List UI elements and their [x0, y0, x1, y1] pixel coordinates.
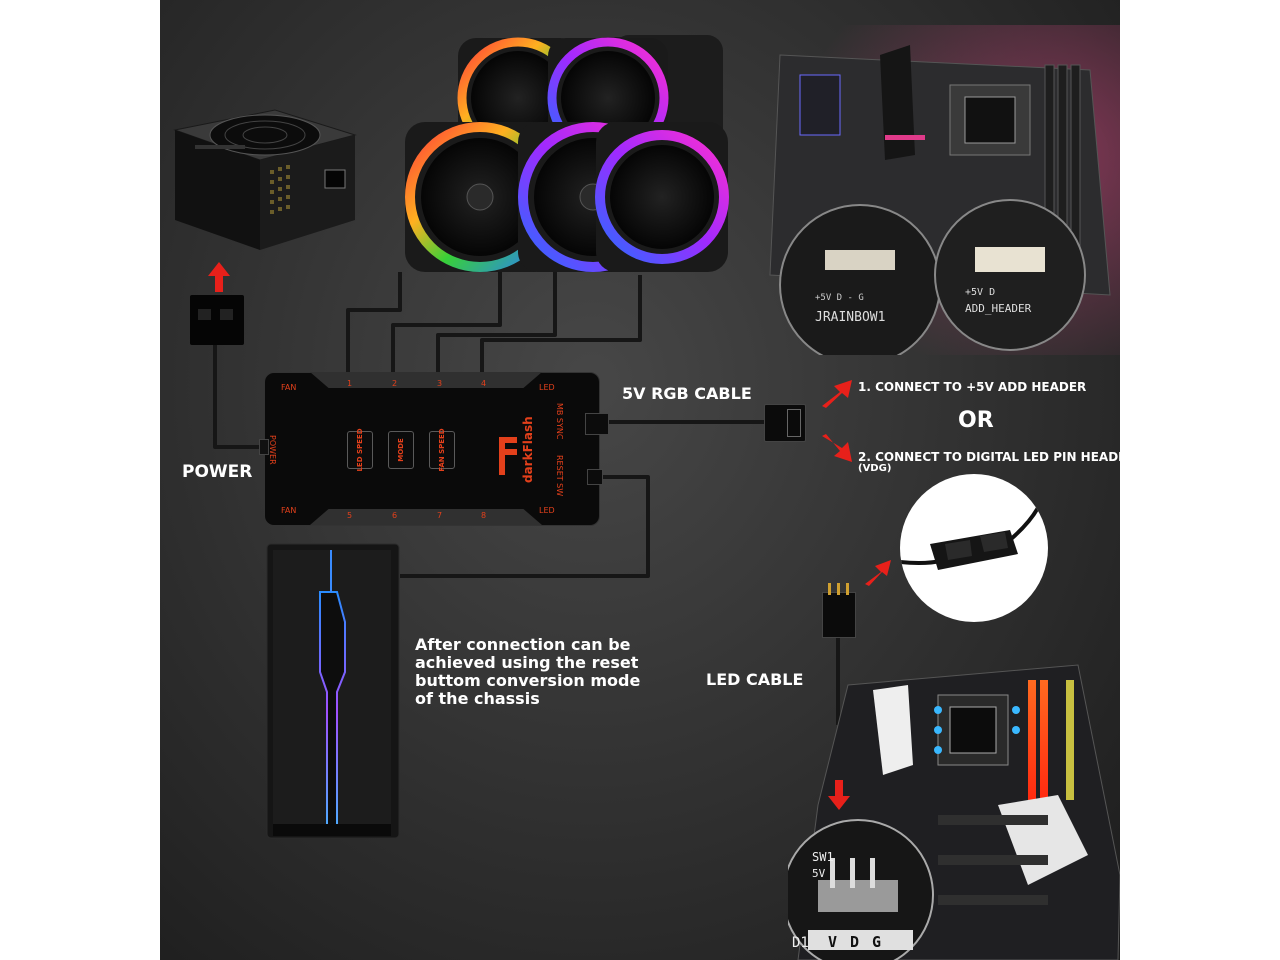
- hub-led-top: LED: [539, 383, 555, 392]
- rgb-cable-connector: [764, 404, 806, 442]
- hub-led-bottom: LED: [539, 506, 555, 515]
- hub-mb-sync-port: [585, 413, 609, 435]
- reset-cable: [400, 475, 650, 578]
- hub-port-2: 2: [392, 379, 398, 388]
- add-header-label: ADD_HEADER: [965, 302, 1032, 315]
- fan-speed-label: FAN SPEED: [438, 428, 446, 472]
- power-label: POWER: [182, 462, 253, 482]
- description-line-4: of the chassis: [415, 689, 540, 708]
- psu-image: [173, 109, 357, 250]
- jrainbow-label: JRAINBOW1: [815, 310, 885, 325]
- motherboard-top-image: JRAINBOW1 +5V D - G +5V D ADD_HEADER: [760, 25, 1120, 355]
- darkflash-logo-icon: [499, 437, 517, 475]
- arrow-right-icon: [865, 560, 891, 586]
- pin-g-label: G: [872, 933, 881, 951]
- hub-brand: darkFlash: [521, 416, 535, 483]
- description-line-3: buttom conversion mode: [415, 671, 641, 690]
- hub-power-text: POWER: [268, 435, 277, 465]
- hub-port-3: 3: [437, 379, 443, 388]
- fan-speed-button[interactable]: FAN SPEED: [429, 428, 455, 472]
- fan-cable-3: [436, 268, 557, 372]
- pin-d-label: D: [850, 933, 859, 951]
- diagram-canvas: POWER: [160, 0, 1120, 960]
- volt-label: 5V: [812, 867, 826, 880]
- power-cable: [213, 345, 264, 449]
- led-cable-label: LED CABLE: [706, 670, 804, 689]
- power-plug: [190, 295, 244, 345]
- rgb-fans-image: [405, 35, 729, 272]
- hub-reset-sw-text: RESET SW: [555, 455, 564, 497]
- darkflash-hub: FAN FAN LED LED 1 2 3 4 5 6 7 8 POWER MB…: [259, 372, 609, 526]
- mode-button[interactable]: MODE: [388, 431, 414, 469]
- pin-v-label: V: [828, 933, 837, 951]
- led-cable-plug: [822, 583, 856, 638]
- description-line-2: achieved using the reset: [415, 653, 639, 672]
- connect-option-2: 2. CONNECT TO DIGITAL LED PIN HEADER: [858, 450, 1120, 464]
- connect-option-2-sub: (VDG): [858, 463, 892, 474]
- reset-description: After connection can be achieved using t…: [415, 636, 640, 708]
- fan-cable-4: [480, 275, 642, 372]
- add-header-pins: +5V D: [965, 287, 995, 298]
- hub-mb-sync-text: MB SYNC: [555, 403, 564, 440]
- hub-port-4: 4: [481, 379, 487, 388]
- hub-power-port: [259, 439, 269, 455]
- fan-cable-2: [391, 268, 502, 372]
- hub-port-8: 8: [481, 511, 487, 520]
- hub-fan-bottom: FAN: [281, 506, 297, 515]
- description-line-1: After connection can be: [415, 635, 631, 654]
- arrow-up-icon: [208, 262, 230, 292]
- hub-port-6: 6: [392, 511, 398, 520]
- mode-label: MODE: [397, 438, 405, 462]
- arrow-right-icon: [822, 434, 852, 462]
- led-speed-label: LED SPEED: [356, 428, 364, 472]
- arrow-down-icon: [828, 780, 850, 810]
- connect-option-1: 1. CONNECT TO +5V ADD HEADER: [858, 380, 1087, 394]
- pc-case-image: [266, 543, 400, 839]
- rgb-cable-label: 5V RGB CABLE: [622, 384, 752, 403]
- or-label: OR: [958, 408, 994, 433]
- hub-fan-top: FAN: [281, 383, 297, 392]
- hub-port-5: 5: [347, 511, 353, 520]
- hub-port-1: 1: [347, 379, 353, 388]
- connector-closeup: [900, 474, 1048, 622]
- motherboard-bottom-image: SW1 5V D1 V D G: [788, 664, 1120, 960]
- led-speed-button[interactable]: LED SPEED: [347, 428, 373, 472]
- hub-port-7: 7: [437, 511, 443, 520]
- sw1-label: SW1: [812, 850, 834, 864]
- jrainbow-pins: +5V D - G: [815, 293, 864, 303]
- hub-reset-port: [587, 469, 603, 485]
- arrow-right-icon: [822, 380, 852, 408]
- d1-label: D1: [792, 935, 809, 951]
- fan-cable-1: [346, 272, 402, 372]
